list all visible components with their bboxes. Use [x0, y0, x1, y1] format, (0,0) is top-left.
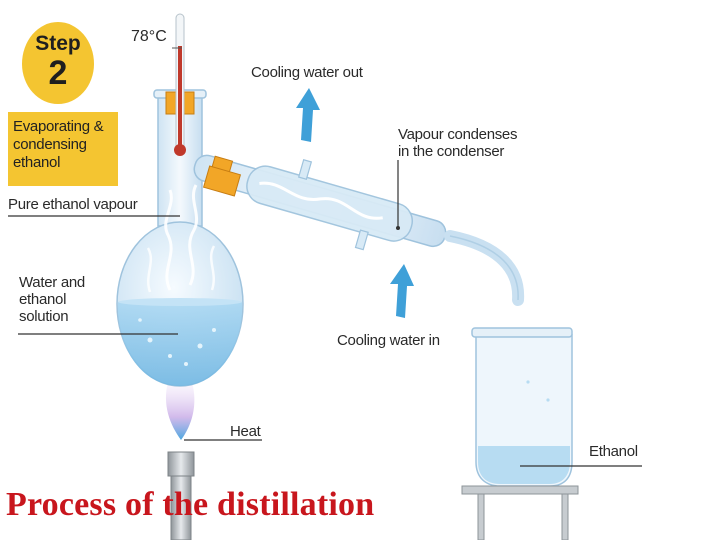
round-bottom-flask: [116, 93, 244, 387]
temperature-label: 78°C: [131, 28, 167, 45]
burner-flame: [165, 382, 195, 440]
cooling-water-in-arrow: [390, 264, 414, 318]
pure-ethanol-vapour-label: Pure ethanol vapour: [8, 196, 138, 213]
cooling-water-in-label: Cooling water in: [337, 332, 440, 349]
collection-beaker: [471, 327, 573, 487]
cooling-water-out-label: Cooling water out: [251, 64, 363, 81]
step-description: Evaporating & condensing ethanol: [13, 118, 104, 171]
step-word: Step: [35, 32, 81, 55]
caption: Process of the distillation: [6, 486, 375, 523]
step-description-box: [8, 112, 118, 186]
cooling-water-out-arrow: [296, 88, 320, 142]
beaker-stand: [461, 485, 579, 540]
ethanol-label: Ethanol: [589, 443, 638, 460]
vapour-condenses-label: Vapour condenses in the condenser: [398, 126, 518, 160]
thermometer: [172, 13, 186, 156]
liebig-condenser: [193, 154, 447, 251]
step-number: 2: [48, 54, 68, 92]
heat-label: Heat: [230, 423, 261, 440]
step-badge: [22, 22, 94, 104]
solution-label: Water and ethanol solution: [19, 274, 85, 325]
